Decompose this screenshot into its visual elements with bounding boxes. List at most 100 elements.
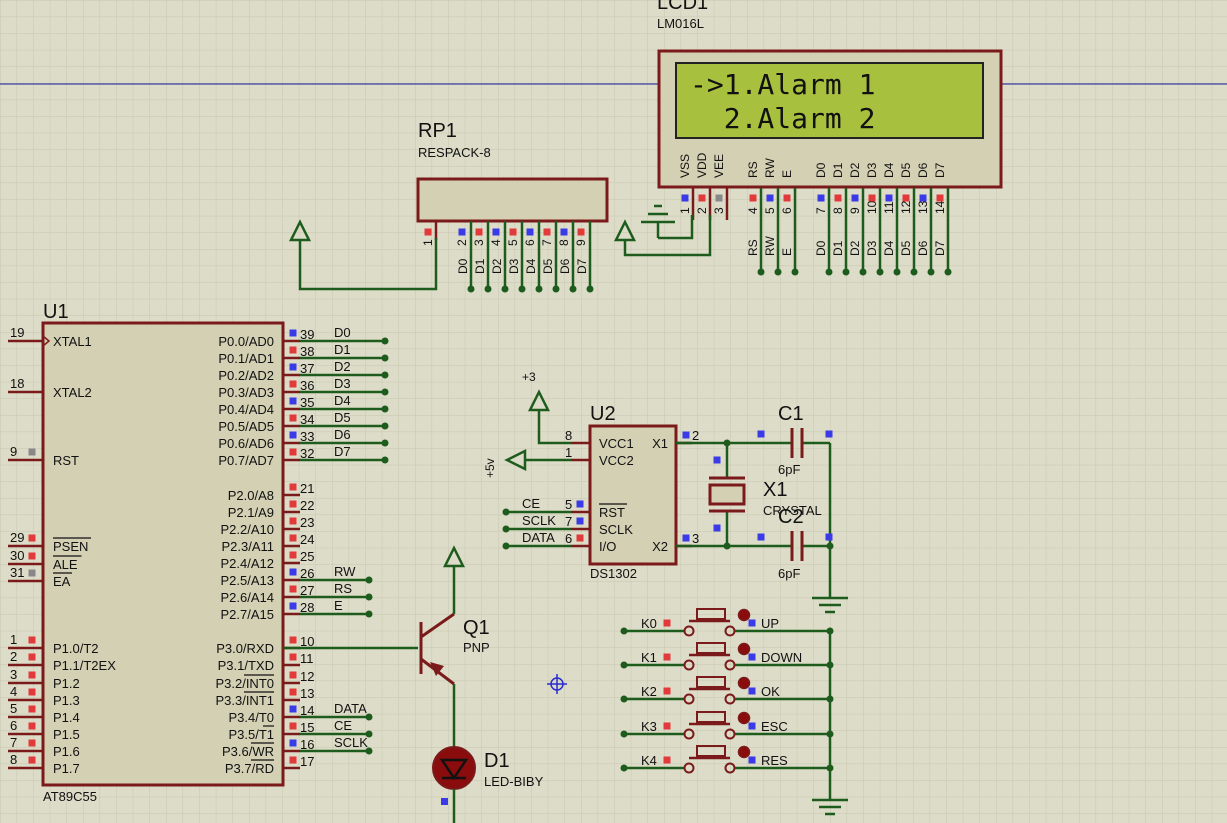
rp1-pin-8[interactable]: 8D6 (557, 221, 577, 293)
lcd-pin-d2[interactable]: D29 (848, 162, 867, 276)
rp1-pin-9[interactable]: 9D7 (574, 221, 594, 293)
rp1-pin-1[interactable]: 1 (421, 221, 438, 246)
lcd-pin-name: D1 (831, 162, 845, 178)
lcd-pin-d0[interactable]: D07 (814, 162, 833, 276)
u1-pin-p1-7[interactable]: 8P1.7 (8, 752, 80, 776)
u1-pin-p1-5[interactable]: 6P1.5 (8, 718, 80, 742)
junction-dot (365, 593, 373, 601)
u1-pin-p1-4[interactable]: 5P1.4 (8, 701, 80, 725)
u2-pin-number: 7 (565, 514, 572, 529)
rp1-pin-6[interactable]: 6D4 (523, 221, 543, 293)
pin-state-marker (509, 228, 517, 236)
u1-pin-p1-1-t2ex[interactable]: 2P1.1/T2EX (8, 649, 116, 673)
lcd-pin-rs[interactable]: RS4 (746, 161, 765, 276)
lcd-component[interactable]: LCD1 LM016L ->1.Alarm 1 2.Alarm 2 VSS1VD… (657, 0, 1003, 276)
u1-pin-p1-3[interactable]: 4P1.3 (8, 684, 80, 708)
pin-state-marker (28, 671, 36, 679)
u1-pin-name: P0.4/AD4 (218, 402, 274, 417)
rp1-pin-2[interactable]: 2D0 (455, 221, 475, 293)
u1-pin-number: 6 (10, 718, 17, 733)
u1-pin-number: 24 (300, 532, 314, 547)
lcd-pin-name: D2 (848, 162, 862, 178)
u2-power2-label: +5v (483, 458, 497, 478)
u1-pin-number: 31 (10, 565, 24, 580)
junction-dot (842, 268, 850, 276)
d1-component[interactable]: D1 LED-BIBY (432, 746, 544, 823)
rp1-ref: RP1 (418, 120, 457, 142)
junction-dot (944, 268, 952, 276)
rp1-pin-3[interactable]: 3D1 (472, 221, 492, 293)
rp1-pin-4[interactable]: 4D2 (489, 221, 509, 293)
key-function-label: ESC (761, 719, 788, 734)
u1-component[interactable]: U1 AT89C55 19XTAL118XTAL29RST29PSEN30ALE… (8, 301, 389, 804)
u1-pin-name: P3.4/T0 (228, 710, 274, 725)
lcd-pin-rw[interactable]: RW5 (763, 158, 782, 276)
rp1-pin-7[interactable]: 7D5 (540, 221, 560, 293)
pin-state-marker (577, 228, 585, 236)
rp1-pin-5[interactable]: 5D3 (506, 221, 526, 293)
pin-state-marker (576, 500, 584, 508)
lcd-pin-d1[interactable]: D18 (831, 162, 850, 276)
u1-pin-p1-0-t2[interactable]: 1P1.0/T2 (8, 632, 99, 656)
u1-pin-p1-6[interactable]: 7P1.6 (8, 735, 80, 759)
lcd-pin-e[interactable]: E6 (780, 170, 799, 276)
rp1-net-label: D0 (456, 258, 470, 274)
crystal-circuit[interactable]: C1 6pF C2 6pF X1 CRYSTAL (676, 403, 848, 614)
u2-component[interactable]: U2 DS1302 8VCC11VCC25RSTCE7SCLKSCLK6I/OD… (483, 370, 699, 581)
pin-state-marker (748, 687, 756, 695)
u1-pin-p1-2[interactable]: 3P1.2 (8, 667, 80, 691)
q1-component[interactable]: Q1 PNP (283, 545, 490, 748)
